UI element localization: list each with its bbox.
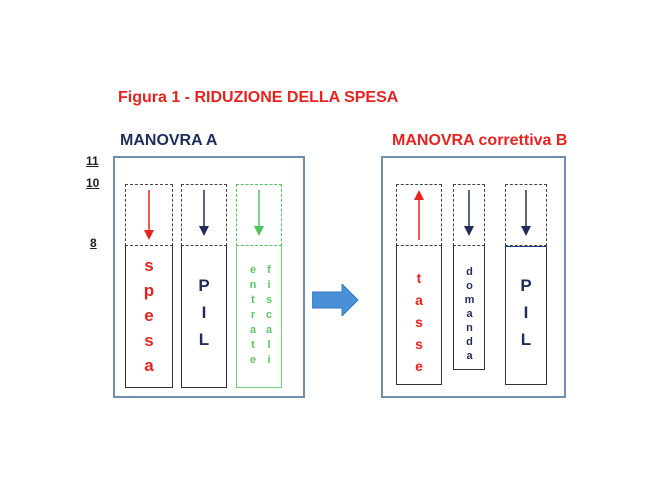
scale-label-11: 11	[86, 154, 99, 168]
down-arrow-icon	[464, 190, 474, 236]
panel-a-title: MANOVRA A	[120, 132, 218, 149]
entrate-reduction-box	[236, 184, 282, 246]
domanda-reduction-box	[453, 184, 485, 246]
pil-b-column	[505, 246, 547, 385]
panel-manovra-a	[113, 156, 305, 398]
tasse-letters: tasse	[411, 270, 427, 380]
down-arrow-icon	[199, 190, 209, 236]
spesa-label: spesa	[125, 256, 173, 381]
up-arrow-icon	[414, 190, 424, 240]
figure-title: Figura 1 - RIDUZIONE DELLA SPESA	[118, 89, 399, 106]
spesa-reduction-box	[125, 184, 173, 246]
transition-arrow-icon	[312, 284, 359, 316]
down-arrow-icon	[521, 190, 531, 236]
spesa-column	[125, 245, 173, 388]
pil-a-label: PIL	[181, 276, 227, 357]
pil-a-reduction-box	[181, 184, 227, 246]
panel-manovra-b	[381, 156, 566, 398]
entrate-column	[236, 245, 282, 388]
pil-b-letters: PIL	[516, 276, 536, 357]
pil-a-column	[181, 245, 227, 388]
scale-label-10: 10	[86, 176, 100, 190]
tasse-column	[396, 245, 442, 385]
domanda-column	[453, 245, 485, 370]
down-arrow-icon	[144, 190, 154, 240]
fiscali-label: fiscali	[263, 264, 275, 369]
pil-b-reduction-box	[505, 184, 547, 246]
tasse-label: tasse	[396, 270, 442, 380]
entrate-label: entrate	[247, 264, 259, 369]
spesa-letters: spesa	[139, 256, 159, 381]
scale-label-8: 8	[90, 236, 97, 250]
pil-b-label: PIL	[505, 276, 547, 357]
tasse-increase-box	[396, 184, 442, 246]
domanda-label: domanda	[453, 266, 485, 364]
panel-b-title: MANOVRA correttiva B	[392, 132, 568, 149]
down-arrow-icon	[254, 190, 264, 236]
domanda-letters: domanda	[463, 266, 476, 364]
pil-a-letters: PIL	[194, 276, 214, 357]
